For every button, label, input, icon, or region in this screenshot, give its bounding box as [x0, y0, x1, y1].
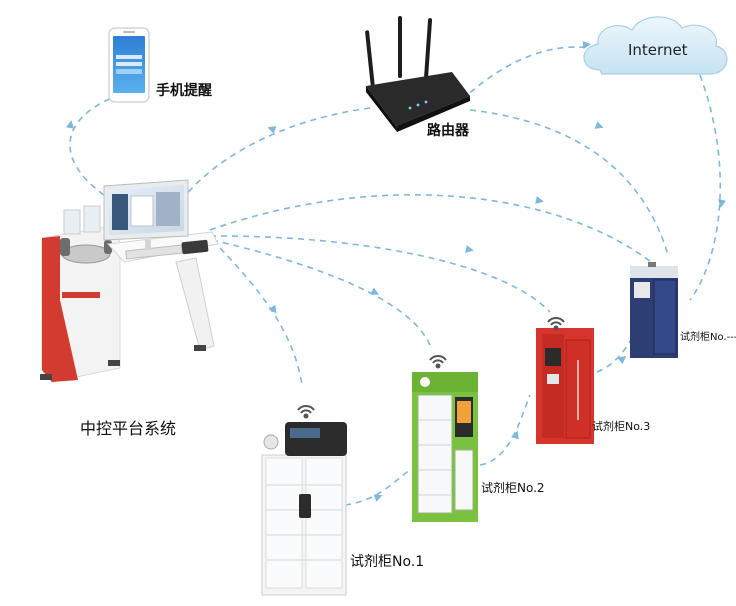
cabinet-n-label: 试剂柜No.---N: [680, 332, 736, 343]
cabinet-1-label: 试剂柜No.1: [350, 554, 425, 570]
arrowhead: [370, 287, 380, 295]
cabinet-3-label: 试剂柜No.3: [592, 420, 651, 433]
arrowhead: [718, 199, 726, 208]
arrowhead: [66, 120, 74, 129]
link-central-cabinet-2: [211, 239, 431, 346]
cabinet-n: [630, 262, 678, 358]
link-central-cabinet-3: [209, 235, 551, 313]
link-central-phone: [69, 97, 113, 196]
arrowhead: [373, 494, 383, 502]
cabinet-3: [536, 317, 594, 444]
cabinet-1: [261, 405, 347, 596]
link-cabinet1-cabinet2: [344, 469, 411, 506]
link-router-cabinet-n: [469, 109, 669, 256]
arrowhead: [267, 126, 277, 134]
link-central-cabinet-1: [219, 247, 303, 386]
central-console: [40, 179, 219, 383]
cabinet-2-label: 试剂柜No.2: [481, 481, 545, 495]
cabinet-2: [412, 355, 478, 522]
arrowhead: [535, 196, 544, 204]
wifi-icon: [429, 355, 447, 369]
central-control-label: 中控平台系统: [80, 419, 177, 438]
link-router-central: [177, 107, 371, 206]
link-cabinet3-cabinetn: [596, 337, 633, 373]
link-arrowheads: [66, 41, 726, 502]
arrowhead: [594, 121, 604, 129]
link-cabinet2-cabinet3: [479, 394, 531, 466]
connection-links: [69, 46, 721, 506]
link-central-cabinet-n: [209, 194, 656, 266]
link-router-internet: [461, 46, 601, 101]
arrowhead: [511, 430, 519, 440]
wifi-icon: [547, 317, 565, 331]
arrowhead: [617, 355, 627, 365]
router-label: 路由器: [427, 123, 469, 139]
monitor-icon: [103, 179, 189, 250]
wifi-icon: [297, 405, 315, 419]
arrowhead: [268, 304, 277, 314]
internet-label: Internet: [628, 41, 688, 59]
phone-icon: [108, 27, 150, 103]
router-icon: [365, 16, 470, 132]
arrowhead: [582, 41, 591, 49]
cloud-icon: [583, 16, 728, 75]
link-internet-cabinet-n: [689, 74, 721, 301]
arrowhead: [465, 245, 474, 253]
phone-alert-label: 手机提醒: [156, 83, 212, 99]
